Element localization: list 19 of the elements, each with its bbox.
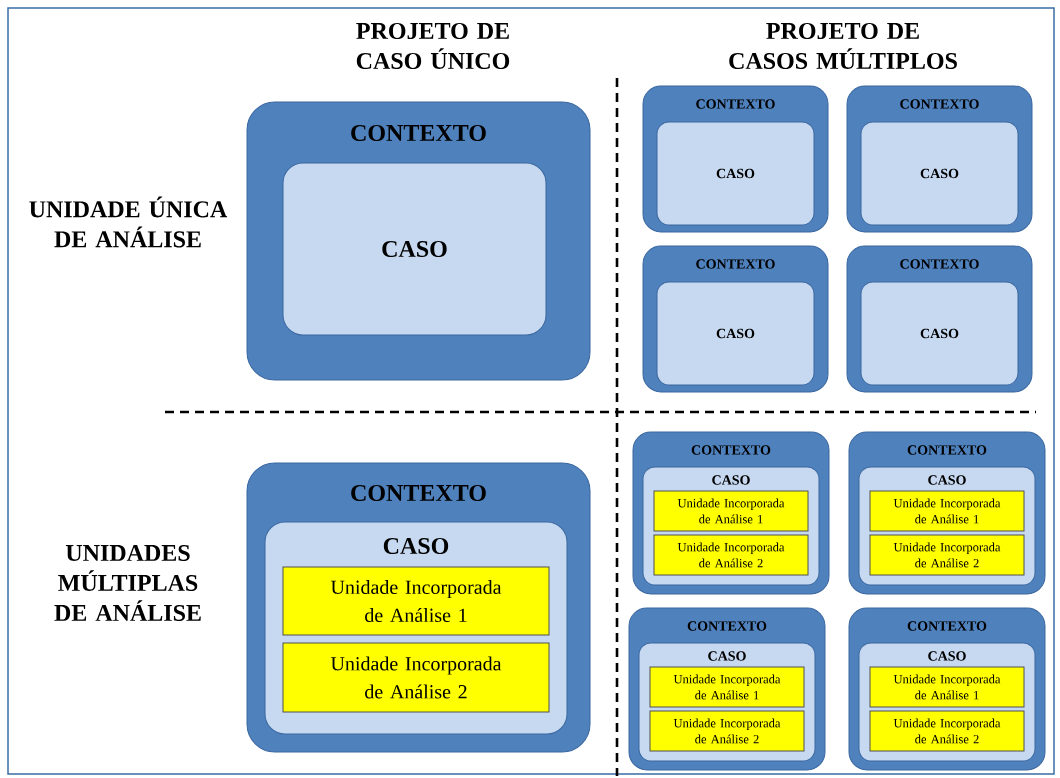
heading: PROJETO DE CASOS MÚLTIPLOS [729, 22, 957, 70]
unit-box: Unidade Incorporada de Análise 1 [869, 490, 1025, 532]
heading: UNIDADE ÚNICA DE ANÁLISE [29, 196, 228, 248]
unit-box: Unidade Incorporada de Análise 1 [653, 490, 809, 532]
case-box: CASO [656, 281, 815, 386]
unit-box: Unidade Incorporada de Análise 2 [653, 534, 809, 576]
unit-box: Unidade Incorporada de Análise 2 [282, 642, 550, 713]
unit-box: Unidade Incorporada de Análise 2 [869, 710, 1025, 752]
unit-box: Unidade Incorporada de Análise 2 [649, 710, 805, 752]
case-box: CASO [282, 162, 547, 336]
case-box: CASO [860, 121, 1019, 226]
heading: PROJETO DE CASO ÚNICO [356, 22, 510, 70]
heading: UNIDADES MÚLTIPLAS DE ANÁLISE [54, 544, 201, 622]
unit-box: Unidade Incorporada de Análise 1 [869, 666, 1025, 708]
unit-box: Unidade Incorporada de Análise 2 [869, 534, 1025, 576]
unit-box: Unidade Incorporada de Análise 1 [282, 566, 550, 636]
case-box: CASO [860, 281, 1019, 386]
unit-box: Unidade Incorporada de Análise 1 [649, 666, 805, 708]
case-box: CASO [656, 121, 815, 226]
